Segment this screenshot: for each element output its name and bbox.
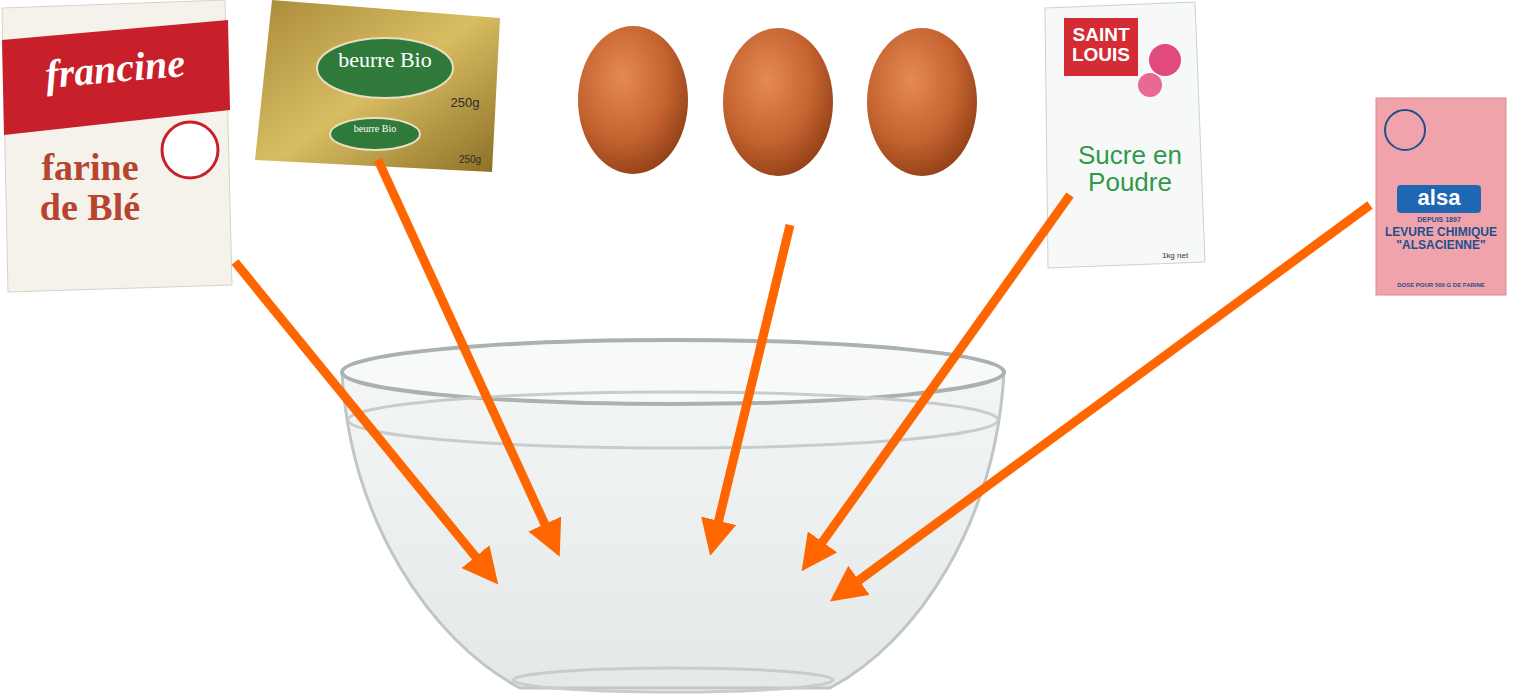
package-text: LEVURE CHIMIQUE "ALSACIENNE" [1380,226,1502,251]
butter-package: beurre Bio 250g beurre Bio 250g [255,0,500,172]
package-text: alsa [1397,186,1481,209]
package-text: 250g [440,96,490,110]
package-text: SAINT LOUIS [1066,25,1136,65]
arrow [843,205,1370,592]
package-text: DOSE POUR 500 G DE FARINE [1380,282,1502,288]
arrow [378,160,553,542]
sugar-package: SAINT LOUIS Sucre en Poudre 1kg net [1045,2,1207,270]
package-text: beurre Bio [335,124,415,135]
flour-bag [2,0,232,292]
baking-powder-package: alsaDEPUIS 1897LEVURE CHIMIQUE "ALSACIEN… [1376,98,1506,295]
arrow [811,195,1070,558]
flour-package: francine farine de Blé [0,0,235,295]
package-text: 1kg net [1150,252,1200,260]
arrows [235,160,1370,592]
package-text: DEPUIS 1897 [1397,216,1481,223]
package-text: 250g [448,155,492,166]
package-text: francine [19,40,212,98]
package-text: Sucre en Poudre [1060,142,1200,197]
package-text: beurre Bio [320,48,450,71]
package-text: farine de Blé [30,148,150,228]
sugar-box [1045,2,1205,268]
butter-block [255,0,500,172]
eggs [578,26,977,176]
arrow [714,225,790,540]
baking-powder-packet [1376,98,1506,295]
